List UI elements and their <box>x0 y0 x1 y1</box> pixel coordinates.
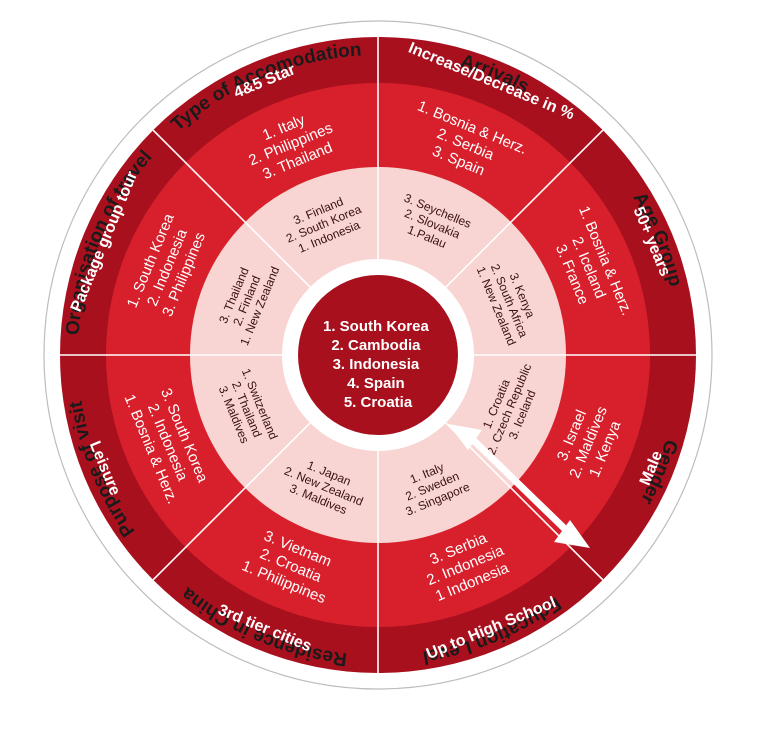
segment-divider <box>445 422 604 581</box>
arrow <box>448 424 590 548</box>
center-list: 1. South Korea 2. Cambodia 3. Indonesia … <box>323 318 433 411</box>
segment-divider <box>152 422 311 581</box>
segment-dividers <box>60 37 696 673</box>
center-item: 5. Croatia <box>344 394 413 411</box>
center-item: 1. South Korea <box>323 318 430 335</box>
segment-divider <box>152 129 311 288</box>
center-item: 4. Spain <box>347 375 405 392</box>
center-disc <box>298 275 458 435</box>
center-item: 3. Indonesia <box>333 356 420 373</box>
center-item: 2. Cambodia <box>331 337 421 354</box>
segment-divider <box>445 129 604 288</box>
